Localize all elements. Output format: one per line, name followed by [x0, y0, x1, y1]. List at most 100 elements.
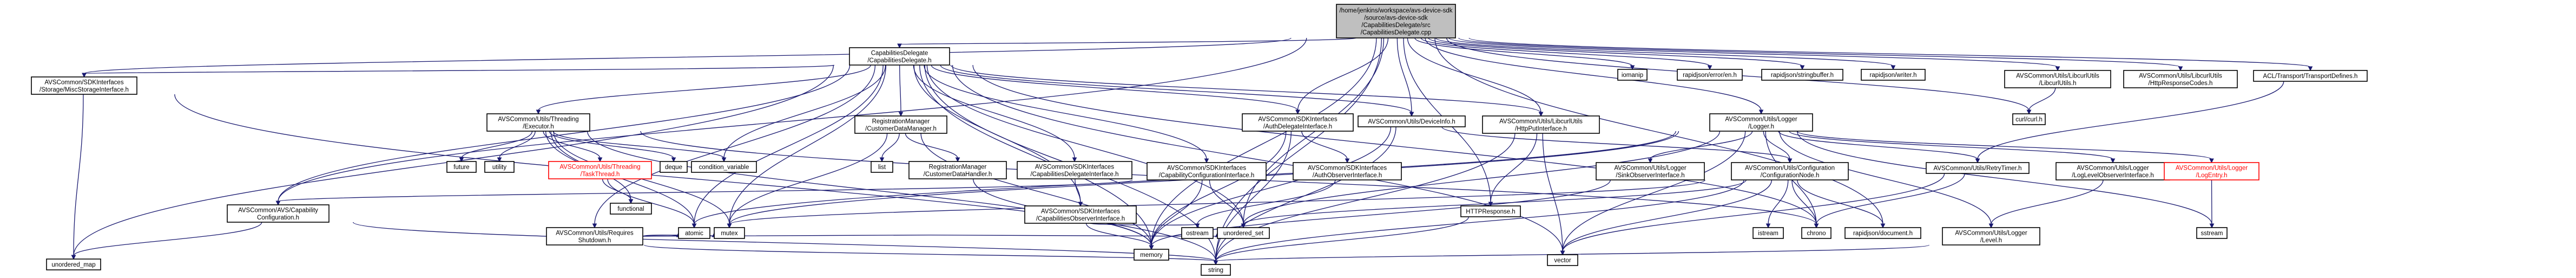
node-chrono[interactable]: chrono — [1801, 227, 1831, 239]
node-rjdoc[interactable]: rapidjson/document.h — [1844, 227, 1921, 239]
node-box — [1293, 162, 1402, 180]
node-rjbuffer[interactable]: rapidjson/stringbuffer.h — [1761, 69, 1843, 81]
node-capdelint[interactable]: AVSCommon/SDKInterfaces/CapabilitiesDele… — [1017, 161, 1132, 179]
edge-avscap-to-string — [352, 222, 1216, 262]
node-authobs[interactable]: AVSCommon/SDKInterfaces/AuthObserverInte… — [1293, 162, 1402, 180]
node-ostream[interactable]: ostream — [1181, 227, 1214, 239]
node-label: /HttpPutInterface.h — [1515, 126, 1567, 132]
node-acltrans[interactable]: ACL/Transport/TransportDefines.h — [2253, 70, 2368, 82]
edge-capcfgint-to-avscap — [278, 179, 1133, 202]
arrowhead — [592, 223, 597, 229]
edge-storage-to-unordered_map — [73, 94, 84, 256]
node-logentry[interactable]: AVSCommon/Utils/Logger/LogEntry.h — [2164, 162, 2259, 180]
node-box — [2123, 70, 2238, 88]
node-label: list — [878, 164, 886, 171]
node-label: /CustomerDataManager.h — [865, 126, 937, 132]
node-label: AVSCommon/SDKInterfaces — [1035, 164, 1114, 170]
node-box — [227, 204, 330, 223]
edge-root-to-acltrans — [1468, 37, 2311, 68]
node-curl[interactable]: curl/curl.h — [2012, 113, 2046, 125]
node-capcfgint[interactable]: AVSCommon/SDKInterfaces/CapabilityConfig… — [1147, 162, 1267, 180]
arrowhead — [1765, 223, 1771, 229]
node-httpresp[interactable]: HTTPResponse.h — [1460, 205, 1521, 217]
edge-capdel-to-atomic — [694, 64, 884, 225]
edge-cfgnode-to-istream — [1768, 179, 1789, 225]
node-root[interactable]: /home/jenkins/workspace/avs-device-sdk/s… — [1336, 4, 1456, 38]
node-label: /Storage/MiscStorageInterface.h — [39, 87, 129, 93]
node-functional[interactable]: functional — [610, 203, 652, 215]
node-box — [908, 161, 1007, 179]
node-label: AVSCommon/Utils/DeviceInfo.h — [1368, 119, 1455, 125]
node-authdel[interactable]: AVSCommon/SDKInterfaces/AuthDelegateInte… — [1242, 113, 1354, 132]
node-sinkobs[interactable]: AVSCommon/Utils/Logger/SinkObserverInter… — [1596, 162, 1705, 180]
node-sstream[interactable]: sstream — [2196, 227, 2228, 239]
edge-deviceinfo-to-memory — [1151, 126, 1392, 247]
node-level[interactable]: AVSCommon/Utils/Logger/Level.h — [1942, 227, 2040, 245]
node-memory[interactable]: memory — [1134, 249, 1169, 261]
node-iomanip[interactable]: iomanip — [1617, 69, 1648, 81]
edge-capdel-to-avscap — [278, 64, 851, 202]
node-regmgr[interactable]: RegistrationManager/CustomerDataManager.… — [854, 115, 947, 134]
arrowhead — [1648, 158, 1653, 164]
node-avscap[interactable]: AVSCommon/AVS/CapabilityConfiguration.h — [227, 204, 330, 223]
node-string[interactable]: string — [1201, 264, 1231, 276]
node-label: AVSCommon/Utils/Logger — [1725, 116, 1797, 122]
node-label: AVSCommon/SDKInterfaces — [1258, 116, 1337, 122]
edge-deviceinfo-to-cfgnode — [1441, 126, 1790, 160]
node-label: ACL/Transport/TransportDefines.h — [2263, 73, 2358, 80]
edge-capdel-to-httpput — [950, 64, 1541, 113]
node-httpput[interactable]: AVSCommon/Utils/LibcurlUtils/HttpPutInte… — [1482, 115, 1600, 134]
node-future[interactable]: future — [446, 161, 477, 173]
node-capobs[interactable]: AVSCommon/SDKInterfaces/CapabilitiesObse… — [1024, 205, 1137, 224]
edge-root-to-capdel — [899, 37, 1357, 45]
node-deviceinfo[interactable]: AVSCommon/Utils/DeviceInfo.h — [1358, 115, 1466, 127]
node-httpcodes[interactable]: AVSCommon/Utils/LibcurlUtils/HttpRespons… — [2123, 70, 2238, 88]
node-utility[interactable]: utility — [484, 161, 515, 173]
node-unordered_set[interactable]: unordered_set — [1217, 227, 1270, 239]
node-label: /AuthDelegateInterface.h — [1263, 124, 1332, 130]
node-logger[interactable]: AVSCommon/Utils/Logger/Logger.h — [1709, 113, 1813, 132]
edge-regmgr-to-regmgrhandler — [905, 133, 958, 159]
node-capdel[interactable]: CapabilitiesDelegate/CapabilitiesDelegat… — [849, 47, 950, 66]
node-label: /CapabilitiesObserverInterface.h — [1036, 216, 1125, 222]
edge-capdel-to-reqshut — [594, 64, 876, 225]
node-rjwriter[interactable]: rapidjson/writer.h — [1861, 69, 1926, 81]
arrowhead — [1814, 223, 1819, 229]
node-label: /LogEntry.h — [2196, 172, 2228, 179]
node-box — [1731, 162, 1849, 180]
edge-tasktread-to-atomic — [607, 178, 695, 225]
node-cfgnode[interactable]: AVSCommon/Utils/Configuration/Configurat… — [1731, 162, 1849, 180]
node-istream[interactable]: istream — [1753, 227, 1784, 239]
node-vector[interactable]: vector — [1547, 254, 1578, 266]
node-list[interactable]: list — [871, 161, 893, 173]
node-deque[interactable]: deque — [660, 161, 688, 173]
arrowhead — [1213, 260, 1218, 266]
node-box — [1844, 227, 1921, 239]
node-unordered_map[interactable]: unordered_map — [46, 258, 101, 270]
node-retry[interactable]: AVSCommon/Utils/RetryTimer.h — [1926, 162, 2030, 174]
node-label: AVSCommon/Utils/LibcurlUtils — [1499, 118, 1583, 125]
node-mutex[interactable]: mutex — [714, 227, 745, 239]
node-threadexec[interactable]: AVSCommon/Utils/Threading/Executor.h — [486, 113, 590, 132]
node-loglevelobs[interactable]: AVSCommon/Utils/Logger/LogLevelObserverI… — [2055, 162, 2170, 180]
edge-logger-to-retry — [1778, 131, 1978, 160]
node-label: AVSCommon/SDKInterfaces — [44, 79, 123, 86]
node-tasktread[interactable]: AVSCommon/Utils/Threading/TaskThread.h — [548, 161, 652, 179]
edge-authobs-to-ostream — [1197, 179, 1336, 225]
arrowhead — [628, 199, 634, 204]
node-label: AVSCommon/Utils/Logger — [2077, 165, 2149, 171]
node-atomic[interactable]: atomic — [678, 227, 710, 239]
node-condvar[interactable]: condition_variable — [691, 161, 757, 173]
node-storage[interactable]: AVSCommon/SDKInterfaces/Storage/MiscStor… — [31, 76, 137, 95]
arrowhead — [1295, 109, 1300, 115]
edge-root-to-libcurl — [1448, 37, 2058, 68]
arrowhead — [1072, 157, 1077, 163]
node-regmgrhandler[interactable]: RegistrationManager/CustomerDataHandler.… — [908, 161, 1007, 179]
node-libcurl[interactable]: AVSCommon/Utils/LibcurlUtils/LibcurlUtil… — [2004, 70, 2111, 88]
node-box — [854, 115, 947, 134]
node-label: rapidjson/error/en.h — [1683, 72, 1737, 79]
edge-libcurl-to-curl — [2028, 87, 2056, 111]
node-label: /CapabilitiesDelegateInterface.h — [1030, 171, 1118, 178]
node-rjerror[interactable]: rapidjson/error/en.h — [1677, 69, 1743, 81]
